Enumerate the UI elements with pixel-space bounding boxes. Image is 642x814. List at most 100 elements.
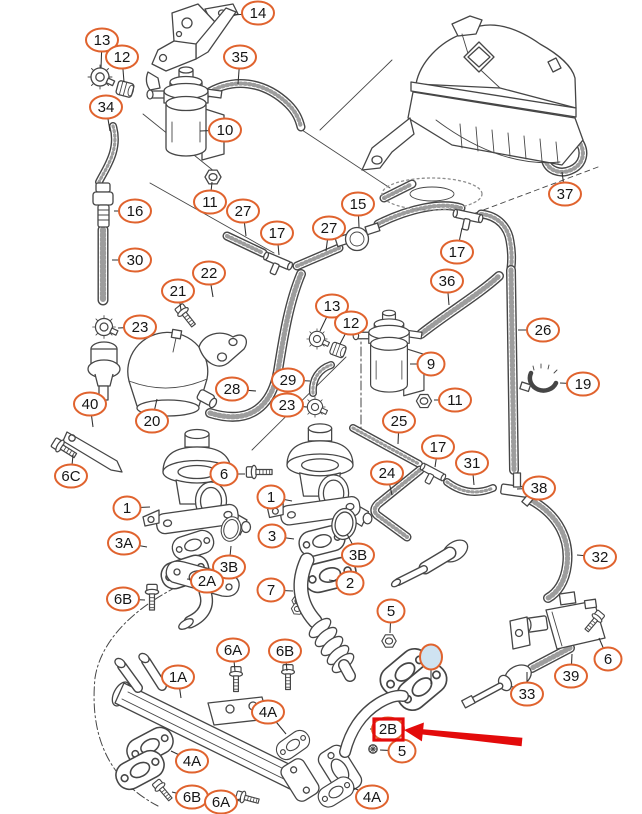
callout-10[interactable]: 10	[199, 117, 242, 143]
callout-22[interactable]: 22	[192, 260, 226, 298]
callout-label: 13	[94, 32, 111, 49]
callout-27[interactable]: 27	[312, 215, 346, 252]
part-gasket-4A-mid	[272, 726, 314, 764]
callout-label: 34	[98, 99, 115, 116]
callout-ring	[554, 663, 588, 689]
callout-ring	[123, 314, 157, 340]
callout-label: 29	[280, 372, 297, 389]
callout-label: 39	[563, 668, 580, 685]
callout-3B[interactable]: 3B	[341, 533, 375, 568]
callout-ring	[370, 460, 404, 486]
callout-6A[interactable]: 6A	[204, 789, 242, 814]
callout-14[interactable]: 14	[233, 0, 275, 26]
callout-label: 1	[123, 500, 131, 517]
callout-label: 7	[267, 582, 275, 599]
callout-19[interactable]: 19	[559, 371, 600, 397]
callout-label: 6	[604, 651, 612, 668]
callout-23[interactable]: 23	[117, 314, 157, 340]
callout-3[interactable]: 3	[257, 523, 295, 549]
callout-30[interactable]: 30	[112, 247, 152, 273]
callout-23[interactable]: 23	[270, 392, 308, 418]
callout-label: 25	[391, 413, 408, 430]
callout-6C[interactable]: 6C	[54, 454, 88, 489]
empty-highlight-marker[interactable]	[419, 643, 443, 671]
callout-13[interactable]: 13	[85, 27, 119, 69]
callout-2A[interactable]: 2A	[186, 568, 224, 594]
callout-24[interactable]: 24	[370, 460, 404, 496]
callout-35[interactable]: 35	[223, 44, 257, 85]
callout-7[interactable]: 7	[256, 577, 294, 603]
callout-ring	[118, 198, 152, 224]
callout-label: 3	[268, 528, 276, 545]
callout-6A[interactable]: 6A	[216, 637, 250, 672]
callout-38[interactable]: 38	[516, 475, 556, 501]
callout-6[interactable]: 6	[209, 461, 246, 487]
part-screw-6B-bottom	[150, 777, 176, 804]
callout-ring	[270, 392, 304, 418]
callout-20[interactable]: 20	[135, 398, 169, 434]
callout-label: 32	[592, 549, 609, 566]
callout-36[interactable]: 36	[430, 268, 464, 306]
callout-33[interactable]: 33	[510, 672, 544, 707]
callout-39[interactable]: 39	[554, 653, 588, 689]
callout-ring	[430, 268, 464, 294]
callout-32[interactable]: 32	[576, 544, 617, 570]
callout-ring	[54, 463, 88, 489]
callout-label: 37	[557, 186, 574, 203]
callout-6B[interactable]: 6B	[268, 638, 302, 672]
callout-16[interactable]: 16	[114, 198, 152, 224]
callout-15[interactable]: 15	[341, 191, 375, 228]
callout-11[interactable]: 11	[434, 387, 472, 413]
callout-label: 4A	[183, 753, 201, 770]
callout-6B[interactable]: 6B	[171, 784, 209, 810]
callout-ring	[105, 44, 139, 70]
callout-29[interactable]: 29	[271, 367, 311, 393]
callout-label: 35	[232, 49, 249, 66]
callout-5[interactable]: 5	[379, 738, 417, 764]
callout-17[interactable]: 17	[421, 434, 455, 468]
callout-34[interactable]: 34	[89, 94, 123, 132]
callout-label: 4A	[259, 704, 277, 721]
callout-12[interactable]: 12	[105, 44, 139, 83]
callout-3A[interactable]: 3A	[107, 530, 148, 556]
callout-17[interactable]: 17	[440, 227, 474, 265]
callout-ring	[193, 189, 227, 215]
part-bolt-6A-top	[228, 666, 244, 693]
callout-1[interactable]: 1	[112, 495, 151, 521]
part-bolt-6	[245, 464, 273, 480]
callout-9[interactable]: 9	[410, 351, 446, 377]
part-bolt-6A-bottom	[234, 788, 261, 808]
callout-13[interactable]: 13	[315, 293, 349, 332]
callout-12[interactable]: 12	[334, 310, 368, 345]
part-bolt-6B-left	[144, 583, 160, 611]
callout-3B[interactable]: 3B	[212, 545, 246, 580]
part-bolt-6B-top	[280, 664, 296, 691]
callout-2[interactable]: 2	[328, 570, 365, 596]
callout-11[interactable]: 11	[193, 181, 227, 215]
callout-21[interactable]: 21	[161, 278, 195, 311]
callout-4A[interactable]: 4A	[251, 699, 287, 735]
callout-1A[interactable]: 1A	[161, 664, 195, 699]
callout-ring	[334, 310, 368, 336]
callout-6B[interactable]: 6B	[106, 586, 146, 612]
callout-label: 11	[447, 392, 463, 409]
callout-ring	[226, 198, 260, 224]
callout-5[interactable]: 5	[376, 598, 406, 634]
part-damper-15	[334, 222, 381, 252]
callout-17[interactable]: 17	[260, 220, 294, 256]
callout-ring	[583, 544, 617, 570]
callout-1[interactable]: 1	[256, 484, 293, 510]
callout-27[interactable]: 27	[226, 198, 260, 237]
callout-4A[interactable]: 4A	[353, 784, 389, 810]
callout-4A[interactable]: 4A	[170, 748, 209, 774]
callout-28[interactable]: 28	[215, 376, 257, 402]
callout-label: 17	[430, 439, 447, 456]
callout-31[interactable]: 31	[455, 450, 489, 486]
callout-25[interactable]: 25	[382, 408, 416, 445]
callout-37[interactable]: 37	[548, 171, 582, 207]
callout-ring	[526, 317, 560, 343]
callout-26[interactable]: 26	[518, 317, 560, 343]
callout-40[interactable]: 40	[73, 391, 107, 428]
callout-6[interactable]: 6	[593, 637, 623, 672]
